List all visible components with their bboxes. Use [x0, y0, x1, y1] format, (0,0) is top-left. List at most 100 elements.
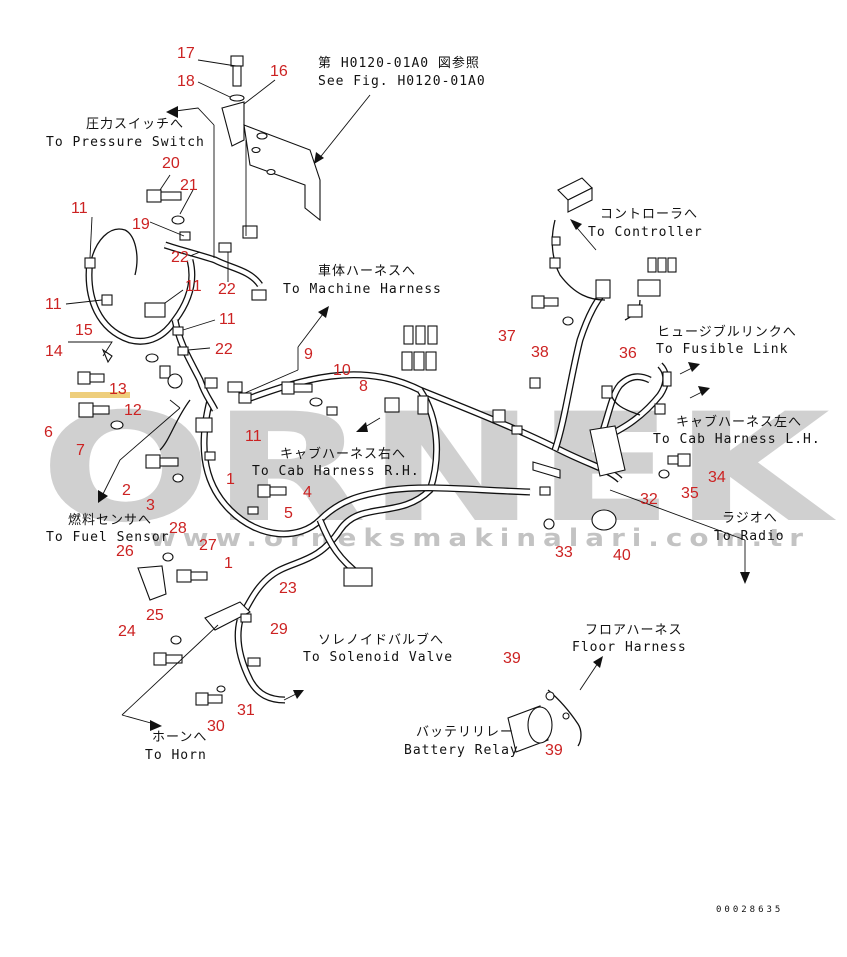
bolt-20-shape: [146, 189, 182, 203]
pressure-switch-en: To Pressure Switch: [46, 135, 205, 150]
callout-19: 19: [132, 216, 150, 233]
bolt-14-shape: [77, 371, 105, 385]
clamp-shape: [177, 346, 189, 356]
callout-28: 28: [169, 520, 187, 537]
callout-2: 2: [122, 482, 131, 499]
clamp-shape: [172, 326, 184, 336]
leader-lines: [65, 59, 750, 731]
controller-jp: コントローラへ: [600, 207, 698, 222]
bolt-9-shape: [281, 381, 313, 395]
bolt-17-shape: [230, 55, 244, 87]
controller-unit-shape: [549, 177, 593, 269]
washer-38-shape: [562, 316, 574, 326]
washer-7-shape: [110, 420, 124, 430]
fusible-link-jp: ヒュージブルリンクへ: [657, 324, 797, 340]
floor-harness-jp: フロアハーネス: [585, 623, 682, 638]
battery-relay-en: Battery Relay: [404, 743, 519, 758]
clamp-shape: [218, 242, 232, 253]
floor-harness-en: Floor Harness: [572, 640, 687, 655]
fusible-link-en: To Fusible Link: [656, 342, 788, 357]
callout-1-a: 1: [226, 471, 235, 488]
fuel-sensor-jp: 燃料センサへ: [68, 512, 152, 528]
callout-26: 26: [116, 543, 134, 560]
clip-29-shape: [247, 657, 261, 667]
connector-shape: [242, 225, 258, 239]
battery-relay-jp: バッテリリレー: [416, 725, 514, 740]
callout-18: 18: [177, 73, 195, 90]
reference-labels: 第 H0120-01A0 図参照 See Fig. H0120-01A0 圧力ス…: [46, 55, 820, 763]
callout-30: 30: [207, 718, 225, 735]
callout-36: 36: [619, 345, 637, 362]
callout-25: 25: [146, 607, 164, 624]
callout-32: 32: [640, 491, 658, 508]
callout-11-d: 11: [219, 311, 236, 328]
callout-4: 4: [303, 484, 312, 501]
callout-11-e: 11: [245, 428, 262, 445]
bolt-27-shape: [176, 569, 208, 583]
center-connectors-shape: [384, 325, 541, 435]
washer-3-shape: [172, 473, 184, 483]
bolt-34-shape: [667, 453, 691, 467]
callout-6: 6: [44, 424, 53, 441]
callout-14: 14: [45, 343, 63, 360]
callout-16: 16: [270, 63, 288, 80]
wiring-harness: [85, 219, 670, 704]
callout-9: 9: [304, 346, 313, 363]
washer-21-shape: [171, 215, 185, 225]
cab-rh-en: To Cab Harness R.H.: [252, 464, 420, 479]
solenoid-en: To Solenoid Valve: [303, 650, 453, 665]
controller-en: To Controller: [588, 225, 703, 240]
clamp-shape: [179, 231, 191, 241]
machine-harness-jp: 車体ハーネスへ: [318, 264, 416, 279]
callout-numbers: 17 18 16 20 21 11 19 22 22 11 11 11 15 2…: [44, 45, 726, 759]
sensor-shape: [144, 302, 166, 318]
callout-40: 40: [613, 547, 631, 564]
clip-23-shape: [240, 613, 252, 623]
cab-rh-jp: キャブハーネス右へ: [280, 446, 406, 462]
callout-29: 29: [270, 621, 288, 638]
callout-1-b: 1: [224, 555, 233, 572]
solenoid-connector-shape: [343, 567, 373, 587]
washer-shape: [170, 635, 182, 645]
washer-31-shape: [216, 685, 226, 693]
washer-35-shape: [658, 469, 670, 479]
callout-33: 33: [555, 544, 573, 561]
callout-22-c: 22: [215, 341, 233, 358]
drawing-code: 00028635: [716, 905, 783, 915]
callout-15: 15: [75, 322, 93, 339]
washer-13-shape: [145, 353, 159, 363]
washer-18-shape: [229, 94, 245, 102]
clamp-shape: [84, 257, 96, 269]
connector-block-shape: [195, 377, 252, 461]
callout-37: 37: [498, 328, 516, 345]
relay-box-shape: [532, 425, 626, 531]
callout-38: 38: [531, 344, 549, 361]
callout-22-a: 22: [171, 249, 189, 266]
bracket-26-shape: [137, 565, 167, 601]
callout-11-c: 11: [45, 296, 62, 313]
horn-en: To Horn: [145, 748, 207, 763]
bracket-16-shape: [221, 101, 321, 222]
callout-12: 12: [124, 402, 142, 419]
horn-jp: ホーンへ: [152, 730, 207, 745]
watermark-accent: [70, 392, 130, 398]
callout-31: 31: [237, 702, 255, 719]
callout-5: 5: [284, 505, 293, 522]
clip-5-shape: [247, 506, 259, 515]
radio-jp: ラジオへ: [722, 511, 778, 526]
clamp-shape: [101, 294, 113, 306]
callout-11-a: 11: [71, 200, 88, 217]
bracket-25-shape: [204, 601, 251, 631]
sensor-12-shape: [159, 365, 183, 389]
callout-34: 34: [708, 469, 726, 486]
machine-harness-en: To Machine Harness: [283, 282, 442, 297]
fig-ref-jp: 第 H0120-01A0 図参照: [318, 55, 480, 71]
connector-shape: [251, 289, 267, 301]
callout-24: 24: [118, 623, 136, 640]
callout-22-b: 22: [218, 281, 236, 298]
callout-21: 21: [180, 177, 198, 194]
callout-13: 13: [109, 381, 127, 398]
bolt-37-shape: [531, 295, 559, 309]
radio-en: To Radio: [714, 529, 785, 544]
